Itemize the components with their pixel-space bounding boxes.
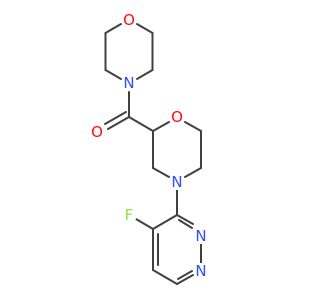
atom-n-ring: N xyxy=(169,173,185,191)
atom-n-pyrimidine-1: N xyxy=(193,262,209,280)
atom-symbol: O xyxy=(91,123,103,141)
bond xyxy=(184,167,202,178)
atom-o-morpholine-top: O xyxy=(121,11,137,29)
double-bond xyxy=(177,270,193,280)
atom-labels: O N O O N F N N xyxy=(89,11,209,280)
bond xyxy=(184,121,202,132)
bond xyxy=(136,23,154,34)
atom-n-morpholine-top: N xyxy=(121,74,137,92)
bonds xyxy=(104,23,202,285)
atom-symbol: F xyxy=(125,206,134,224)
atom-fluorine: F xyxy=(121,206,137,224)
bond xyxy=(135,218,154,230)
bond xyxy=(176,274,194,285)
bond xyxy=(176,214,194,225)
bond xyxy=(152,121,170,132)
atom-symbol: O xyxy=(171,108,183,126)
atom-symbol: N xyxy=(195,227,206,245)
atom-o-ring: O xyxy=(169,108,185,126)
bond xyxy=(152,167,170,178)
bond xyxy=(104,69,122,80)
atom-symbol: N xyxy=(171,173,182,191)
molecule-diagram: O N O O N F N N xyxy=(89,11,209,285)
bond xyxy=(104,23,122,34)
atom-symbol: N xyxy=(195,262,206,280)
double-bond xyxy=(104,111,127,125)
bond xyxy=(128,116,154,132)
atom-symbol: N xyxy=(123,74,134,92)
molecule-structure: O N O O N F N N xyxy=(89,11,209,285)
bond xyxy=(136,69,154,80)
bond xyxy=(152,269,178,285)
atom-o-carbonyl: O xyxy=(89,123,105,141)
atom-n-pyrimidine-3: N xyxy=(193,227,209,245)
atom-symbol: O xyxy=(123,11,135,29)
bond xyxy=(152,214,178,230)
double-bond xyxy=(107,116,130,130)
double-bond xyxy=(178,219,193,229)
